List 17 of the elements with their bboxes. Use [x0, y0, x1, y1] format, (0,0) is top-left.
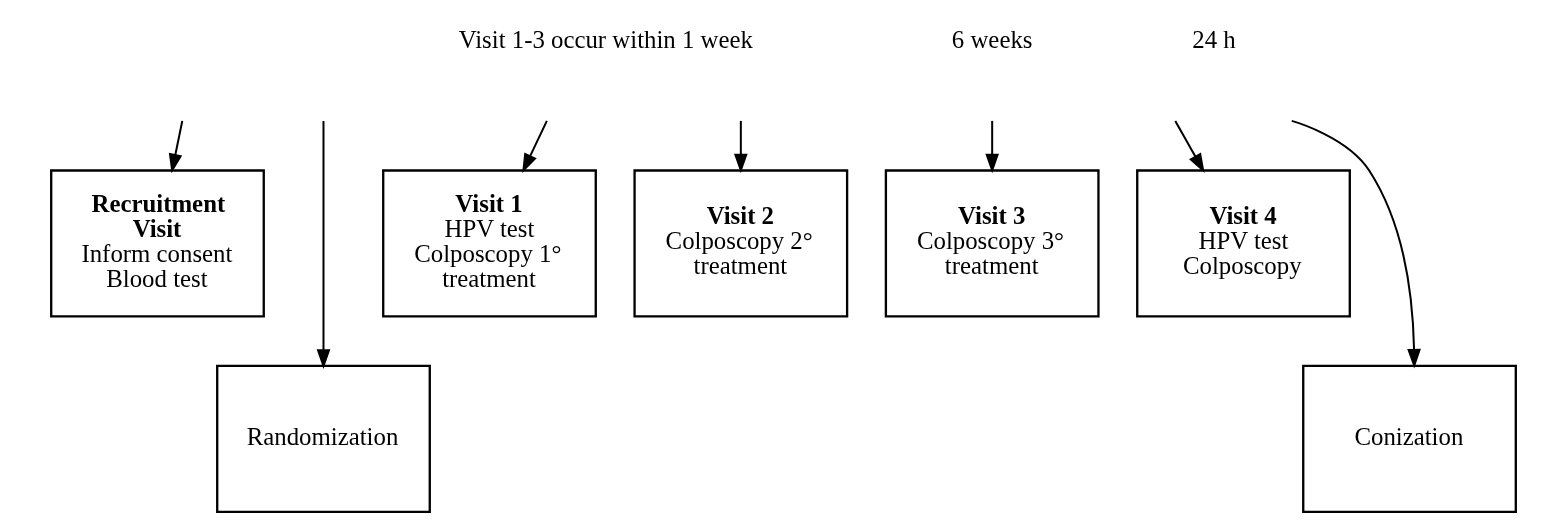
arrow	[1174, 120, 1205, 173]
node-box: Visit 1 HPV test Colposcopy 1° treatment	[382, 169, 597, 318]
node-box: Visit 3 Colposcopy 3° treatment	[884, 169, 1100, 318]
label: Visit 1-3 occur within 1 week	[458, 26, 753, 54]
arrow	[1291, 119, 1421, 369]
node-box: Conization	[1302, 364, 1517, 513]
arrow	[522, 120, 548, 173]
arrow	[985, 120, 1000, 174]
arrow	[316, 121, 331, 369]
arrow	[168, 120, 184, 174]
label: 24 h	[1192, 26, 1236, 54]
node-box: Visit 4 HPV test Colposcopy	[1136, 169, 1351, 318]
label: 6 weeks	[951, 26, 1033, 54]
node-box: Visit 2 Colposcopy 2° treatment	[633, 169, 849, 318]
node-box: Recruitment Visit Inform consent Blood test	[50, 169, 265, 318]
node-box: Randomization	[216, 364, 431, 513]
arrow	[733, 120, 748, 174]
